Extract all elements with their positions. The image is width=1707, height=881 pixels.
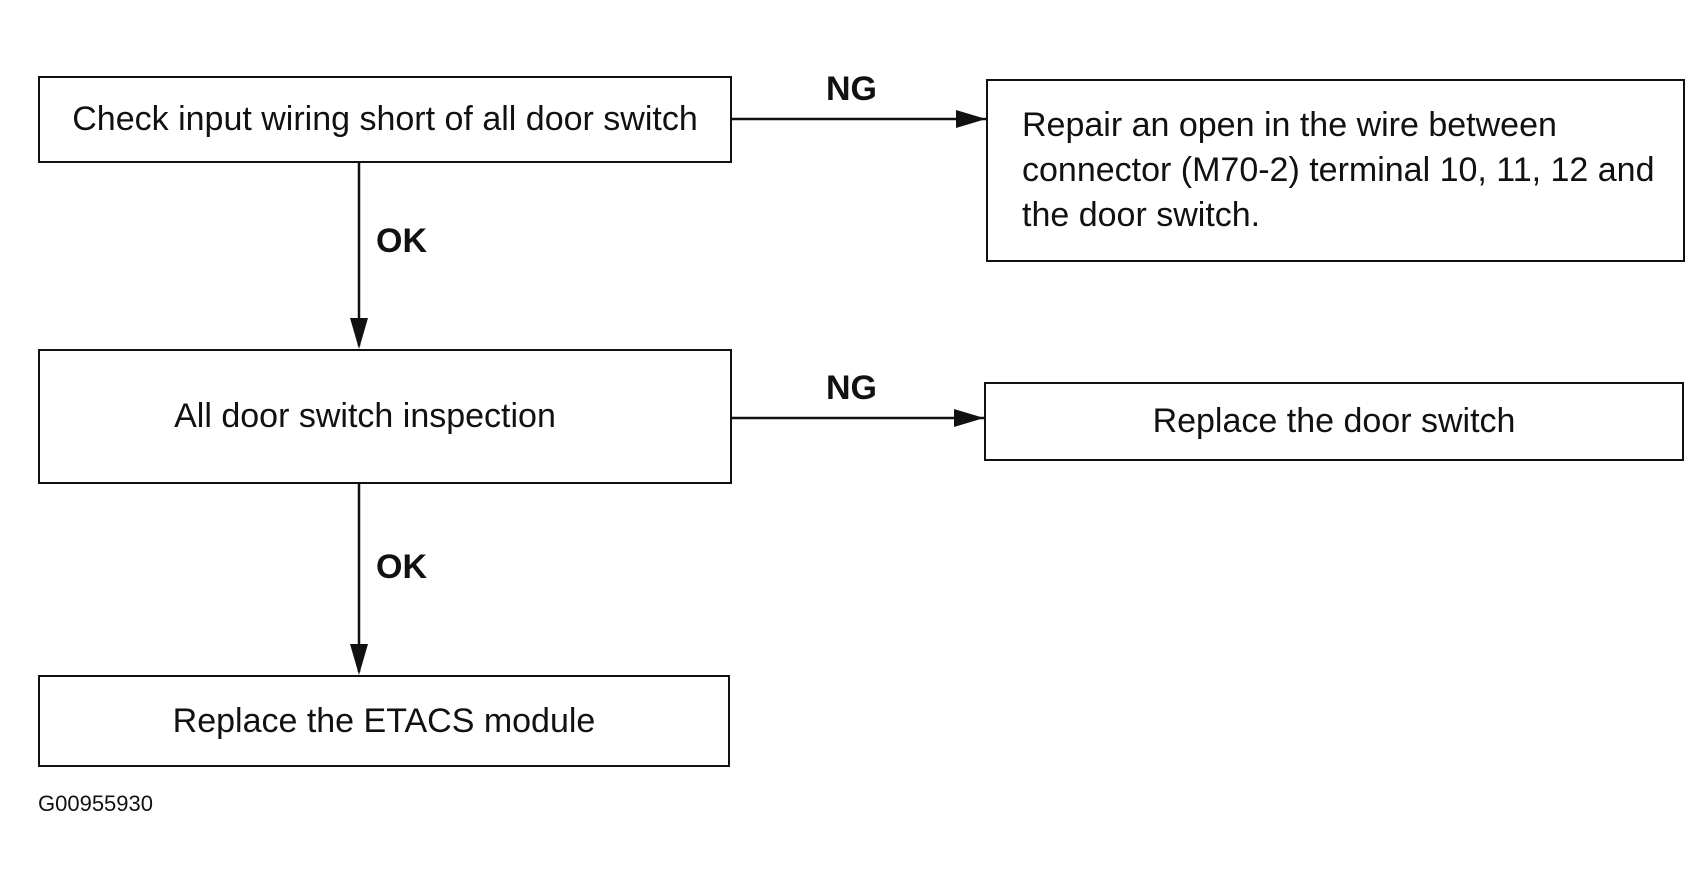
node-door-inspection: All door switch inspection — [38, 349, 732, 484]
arrowhead-ok-1 — [350, 318, 368, 349]
node-check-wiring: Check input wiring short of all door swi… — [38, 76, 732, 163]
node-replace-etacs-text: Replace the ETACS module — [172, 701, 596, 740]
node-repair-open: Repair an open in the wire between conne… — [986, 79, 1685, 262]
node-replace-switch-text: Replace the door switch — [1152, 402, 1516, 441]
arrowhead-ng-2 — [954, 409, 984, 427]
edge-label-ok-2: OK — [376, 548, 427, 586]
arrowhead-ng-1 — [956, 110, 986, 128]
node-replace-etacs: Replace the ETACS module — [38, 675, 730, 767]
node-check-wiring-text: Check input wiring short of all door swi… — [72, 100, 698, 139]
edge-label-ok-1: OK — [376, 222, 427, 260]
edge-label-ng-2: NG — [826, 369, 877, 407]
figure-id: G00955930 — [38, 791, 153, 816]
node-replace-switch: Replace the door switch — [984, 382, 1684, 461]
node-repair-open-text: Repair an open in the wire between conne… — [1022, 106, 1655, 234]
node-door-inspection-text: All door switch inspection — [174, 397, 556, 436]
arrowhead-ok-2 — [350, 644, 368, 675]
edge-label-ng-1: NG — [826, 70, 877, 108]
